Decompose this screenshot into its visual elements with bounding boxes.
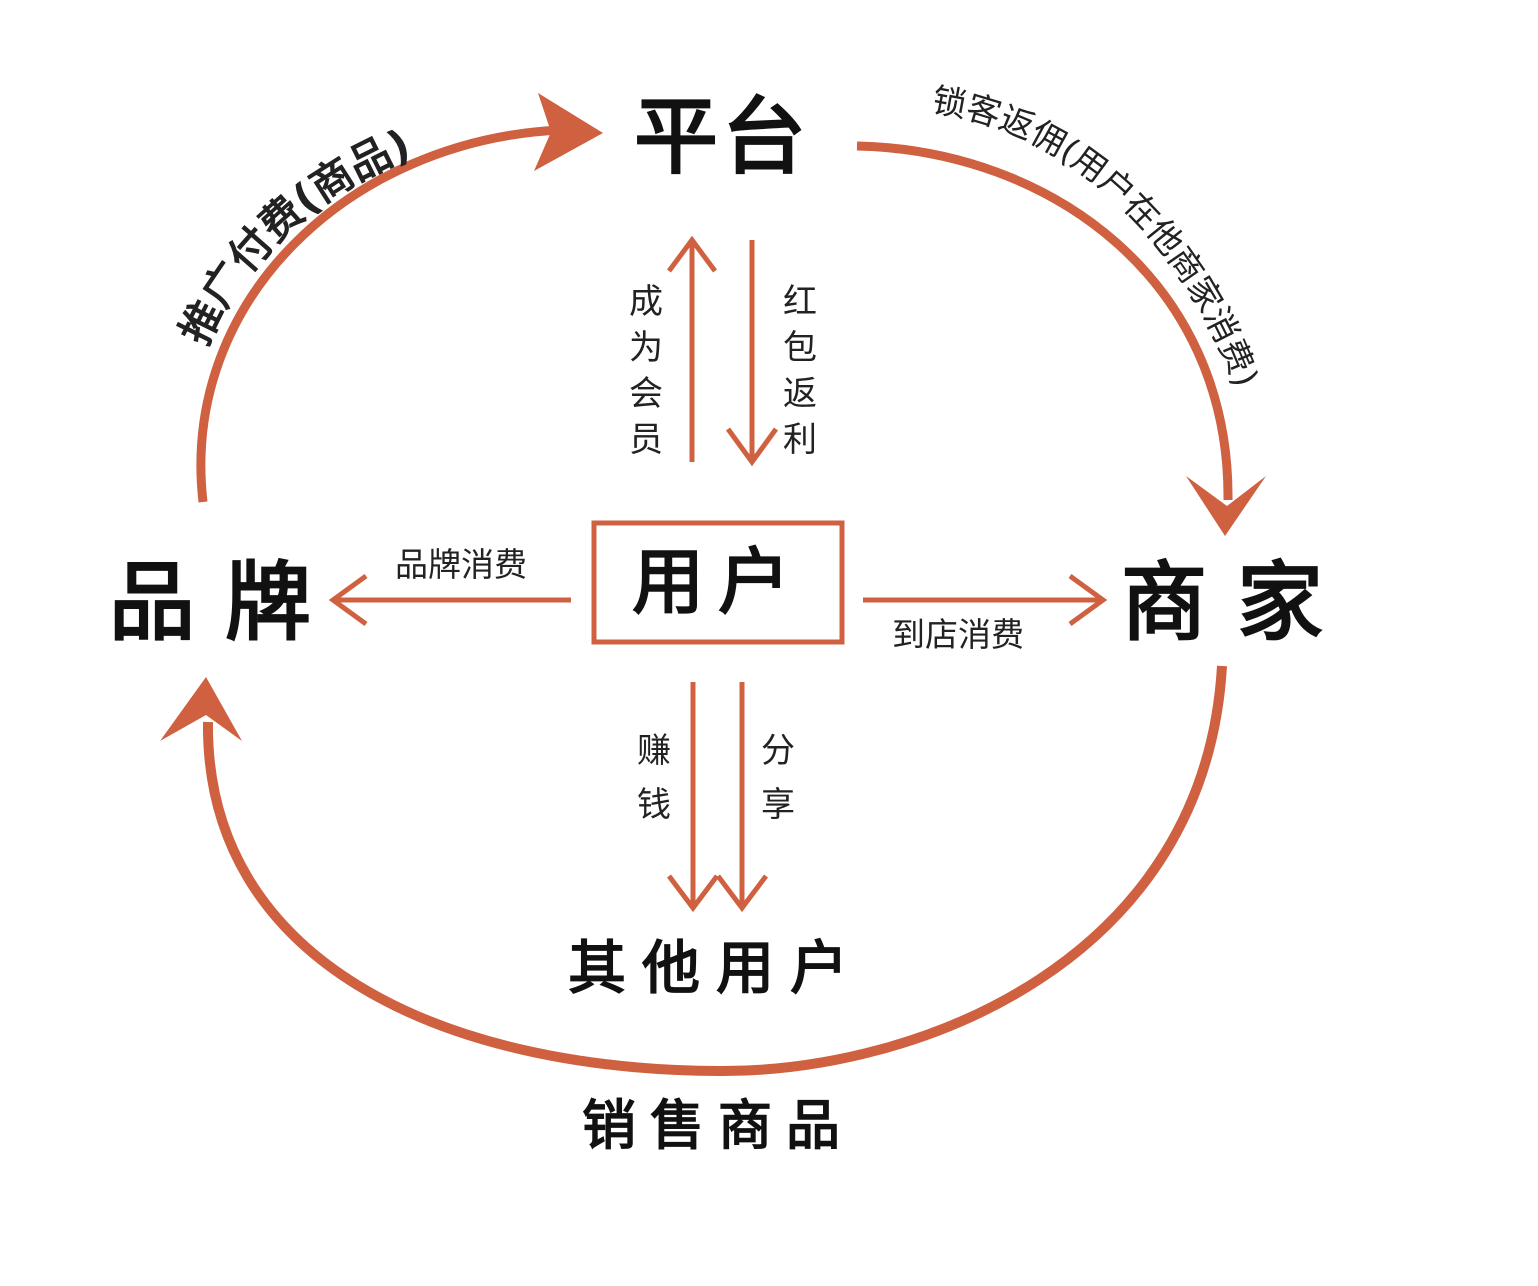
arrow-user-to-merchant xyxy=(863,573,1108,627)
arrow-user-to-other-share xyxy=(716,682,768,913)
node-platform: 平台 xyxy=(634,88,810,186)
label-platform-to-merchant: 锁客返佣(用户在他商家消费) xyxy=(929,80,1265,392)
node-user-box xyxy=(591,520,845,645)
label-user-to-merchant: 到店消费 xyxy=(892,615,1024,654)
arrow-user-to-brand xyxy=(328,573,571,627)
label-platform-to-user: 红包返利 xyxy=(783,282,817,460)
node-other-users: 其他用户 xyxy=(568,934,864,1002)
arrow-platform-to-user xyxy=(725,240,779,467)
node-user: 用户 xyxy=(632,540,804,624)
arrow-platform-to-merchant xyxy=(856,141,1266,536)
label-merchant-to-brand: 销售商品 xyxy=(582,1094,854,1157)
node-brand: 品 牌 xyxy=(109,553,311,653)
label-brand-to-platform: 推广付费(商品) xyxy=(170,120,417,352)
arrow-merchant-to-brand xyxy=(160,665,1227,1077)
arrow-brand-to-platform xyxy=(196,93,603,503)
arrow-user-to-other-earn xyxy=(667,682,719,913)
label-user-to-other-share: 分享 xyxy=(761,731,795,825)
label-user-to-brand: 品牌消费 xyxy=(395,545,527,584)
label-user-to-platform: 成为会员 xyxy=(629,282,663,460)
arrow-user-to-platform xyxy=(666,235,718,462)
label-user-to-other-earn: 赚钱 xyxy=(637,731,671,825)
node-merchant: 商 家 xyxy=(1121,553,1323,653)
